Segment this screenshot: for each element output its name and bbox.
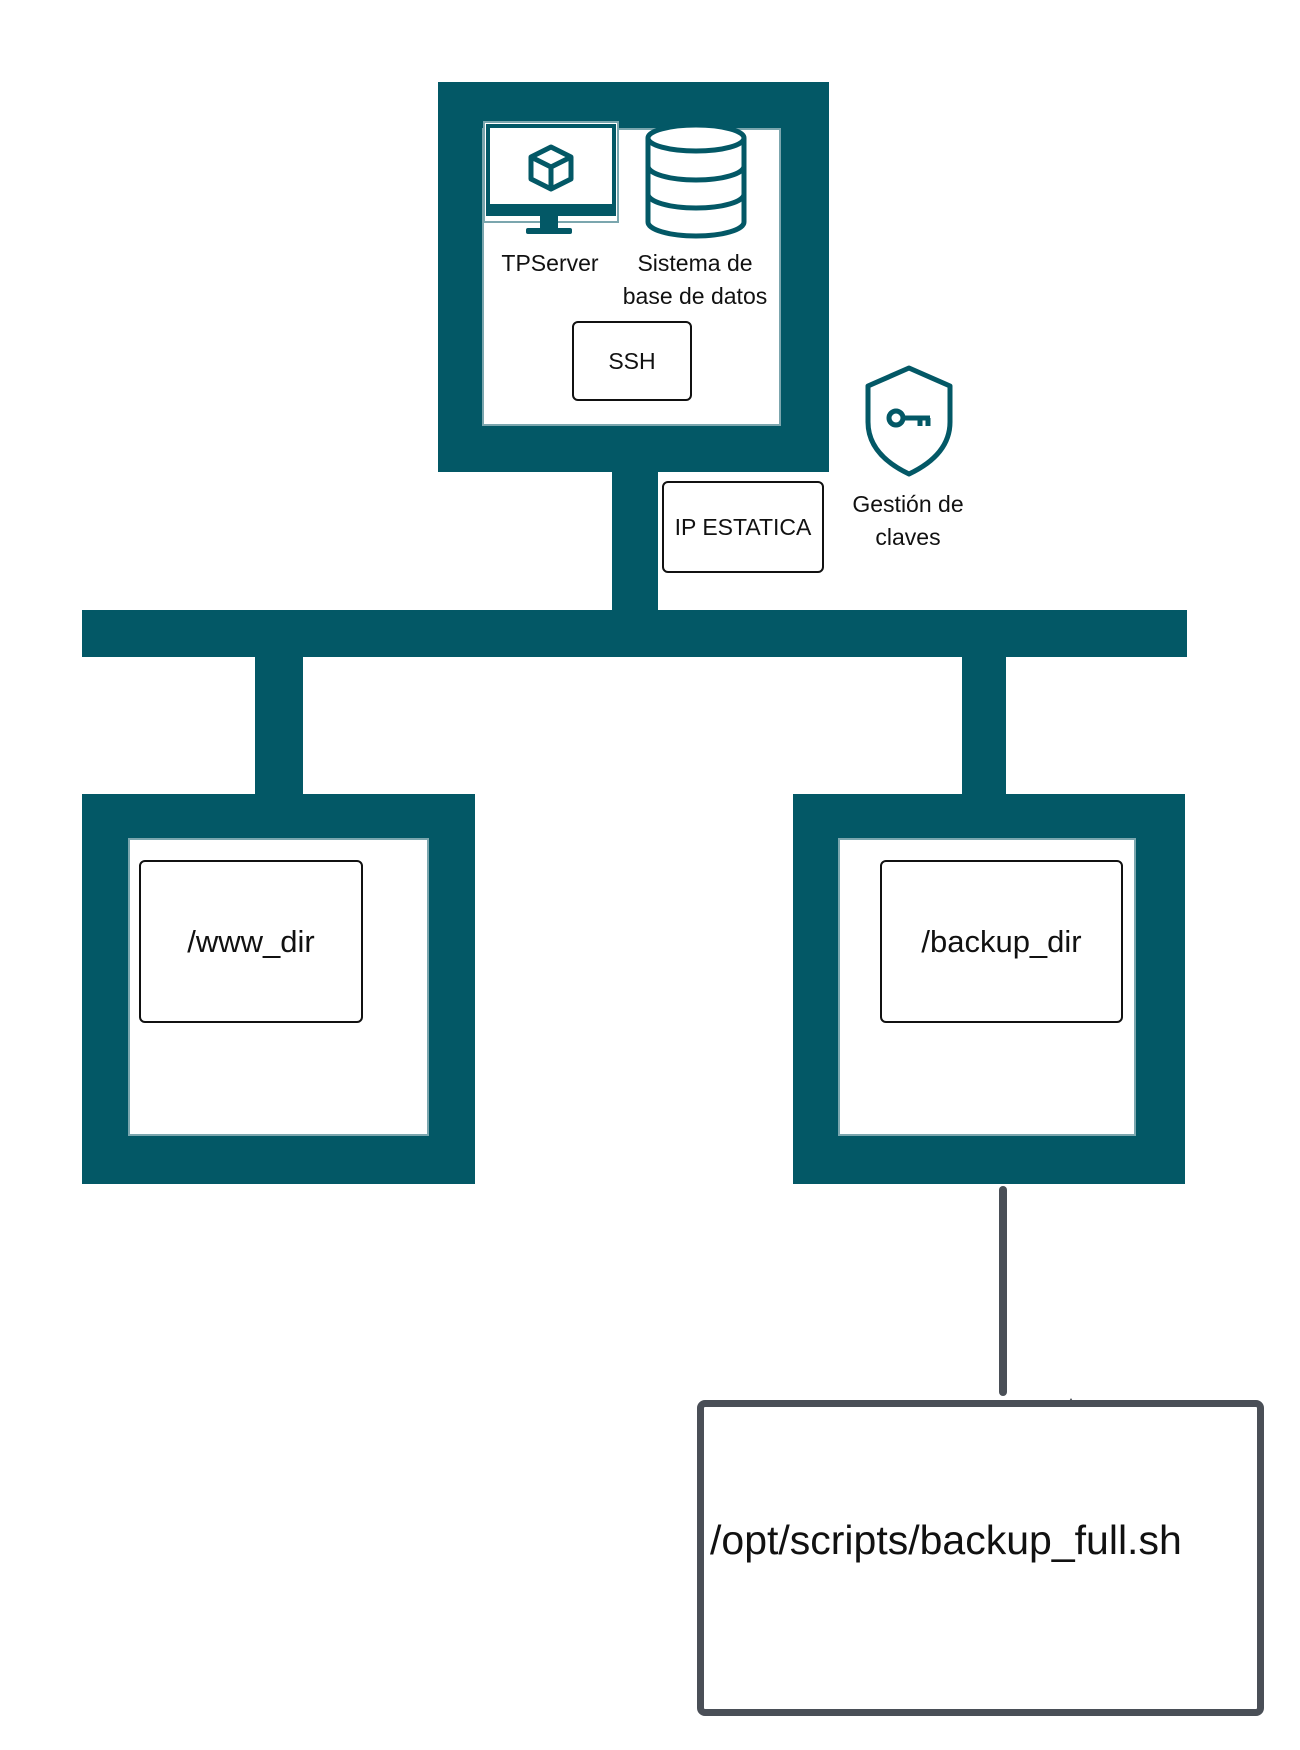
db-label-line2: base de datos [622, 283, 768, 309]
database-icon [645, 122, 747, 239]
key-mgmt-label-line2: claves [875, 524, 941, 550]
monitor-cube-icon [483, 121, 619, 234]
app-label: TPServer [501, 250, 599, 276]
www-dir-label: /www_dir [187, 923, 315, 959]
script-box: /opt/scripts/backup_full.sh [697, 1400, 1264, 1716]
static-ip-label: IP ESTATICA [674, 513, 812, 540]
ssh-label: SSH [608, 347, 656, 374]
server-connector [612, 470, 658, 616]
shield-key-icon [865, 365, 953, 477]
backup-dir-box: /backup_dir [880, 860, 1123, 1023]
key-mgmt-label-line1: Gestión de [852, 491, 964, 517]
network-bus [82, 610, 1187, 657]
db-label-line1: Sistema de [637, 250, 753, 276]
www-connector [255, 655, 303, 797]
static-ip-box: IP ESTATICA [662, 481, 824, 573]
ssh-box: SSH [572, 321, 692, 401]
script-path-label: /opt/scripts/backup_full.sh [710, 1517, 1182, 1563]
backup-connector [962, 655, 1006, 797]
backup-dir-label: /backup_dir [921, 923, 1082, 959]
www-dir-box: /www_dir [139, 860, 363, 1023]
